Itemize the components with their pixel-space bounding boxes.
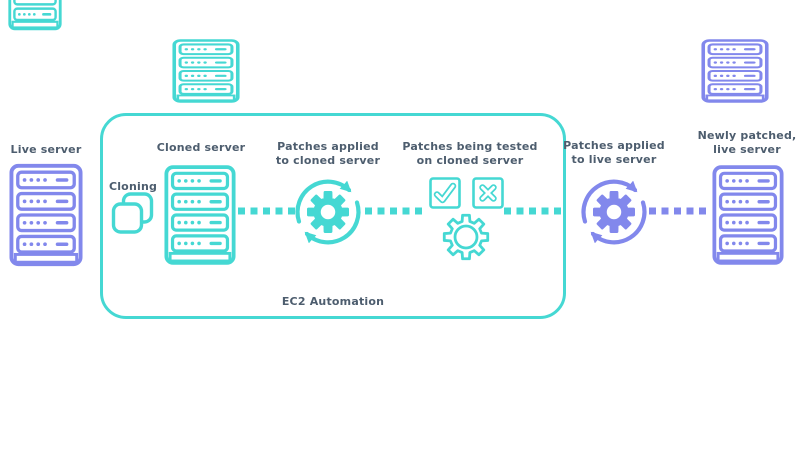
cloning-label: Cloning bbox=[108, 180, 158, 193]
server-icon bbox=[172, 39, 240, 103]
label-line: to cloned server bbox=[275, 153, 381, 167]
label-line: Patches applied bbox=[277, 140, 379, 153]
cloned-server-label: Cloned server bbox=[156, 141, 246, 154]
cross-square-icon bbox=[472, 177, 504, 209]
gear-outline-icon bbox=[442, 213, 490, 261]
patches-applied-live-label: Patches applied to live server bbox=[534, 139, 694, 166]
server-icon bbox=[712, 162, 784, 268]
clone-icon bbox=[111, 192, 154, 234]
patches-tested-label: Patches being tested on cloned server bbox=[385, 140, 555, 167]
ec2-automation-label: EC2 Automation bbox=[281, 295, 385, 308]
dotted-connector bbox=[365, 207, 425, 215]
patches-applied-cloned-label: Patches applied to cloned server bbox=[248, 140, 408, 167]
server-icon bbox=[701, 39, 769, 103]
label-line: Patches being tested bbox=[402, 140, 538, 153]
dotted-connector bbox=[649, 207, 709, 215]
label-line: Patches applied bbox=[563, 139, 665, 152]
label-line: on cloned server bbox=[416, 153, 524, 167]
gear-sync-icon bbox=[295, 179, 361, 245]
live-server-label: Live server bbox=[10, 143, 82, 156]
ec2-automation-box bbox=[100, 113, 566, 319]
newly-patched-server-label: Newly patched, live server bbox=[672, 129, 800, 156]
server-icon bbox=[9, 162, 83, 268]
server-icon bbox=[8, 0, 62, 31]
dotted-connector bbox=[504, 207, 562, 215]
server-icon bbox=[164, 162, 236, 268]
label-line: live server bbox=[713, 142, 781, 156]
label-line: Newly patched, bbox=[697, 129, 797, 142]
dotted-connector bbox=[238, 207, 298, 215]
gear-sync-icon bbox=[581, 179, 647, 245]
check-square-icon bbox=[429, 177, 461, 209]
label-line: to live server bbox=[571, 152, 657, 166]
